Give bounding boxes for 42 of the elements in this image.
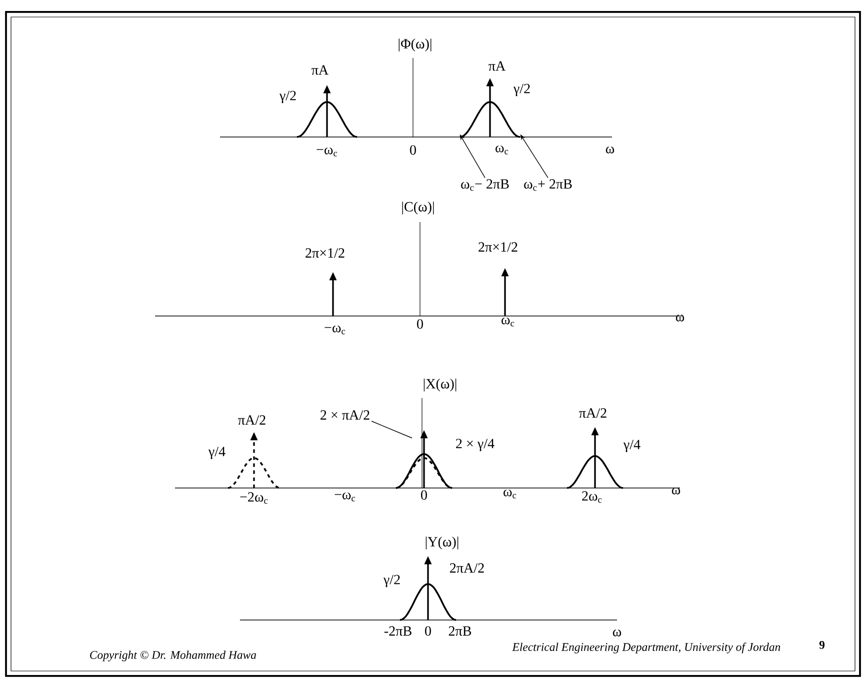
value-label: γ/2 — [513, 84, 530, 96]
axis-label: ω — [612, 630, 622, 636]
page-number: 9 — [819, 641, 825, 649]
value-label: 2π×1/2 — [306, 248, 344, 258]
spectrum-pulse — [460, 101, 520, 138]
value-label: γ/2 — [279, 90, 296, 104]
footer-text: Electrical Engineering Department, University of Jordan — [512, 642, 780, 654]
tick-label: ω$_{c}$ — [502, 318, 514, 326]
value-label: πA — [312, 65, 329, 75]
value-label: πA — [488, 61, 506, 71]
annotation-text: ω$_{c}$+ 2πB — [524, 179, 572, 191]
value-label: 2π×1/2 — [478, 242, 518, 252]
tick-label: 0 — [425, 626, 431, 636]
tick-label: 2πB — [448, 626, 472, 636]
tick-label: 0 — [421, 490, 427, 500]
tick-label: 2ω$_{c}$ — [582, 491, 602, 503]
tick-label: 0 — [417, 319, 423, 329]
value-label: 2 × γ/4 — [456, 438, 494, 452]
axis-title: |Y(ω)| — [426, 536, 458, 550]
value-label: γ/4 — [623, 440, 640, 452]
value-label: 2πA/2 — [450, 563, 484, 573]
axis-label: ω — [672, 488, 680, 494]
tick-label: 0 — [410, 145, 416, 155]
leader-line — [371, 420, 412, 438]
axis-title: |X(ω)| — [424, 378, 456, 392]
value-label: γ/2 — [383, 574, 400, 588]
axis-title: |C(ω)| — [402, 202, 434, 214]
tick-label: −ω$_{c}$ — [316, 148, 338, 156]
axis-label: ω — [606, 146, 614, 154]
tick-label: −2ω$_{c}$ — [240, 492, 268, 504]
tick-label: −ω$_{c}$ — [324, 326, 346, 334]
value-label: πA/2 — [238, 415, 266, 425]
axis-title: |Φ(ω)| — [398, 38, 432, 52]
annotation-text: 2 × πA/2 — [320, 410, 370, 420]
axis-label: ω — [676, 314, 684, 322]
value-label: γ/4 — [208, 446, 226, 460]
value-label: πA/2 — [579, 408, 606, 418]
footer-text: Copyright © Dr. Mohammed Hawa — [90, 650, 256, 662]
tick-label: -2πB — [384, 626, 412, 636]
tick-label: ω$_{c}$ — [504, 490, 516, 498]
annotation-text: ω$_{c}$− 2πB — [461, 179, 509, 191]
tick-label: −ω$_{c}$ — [334, 492, 356, 502]
